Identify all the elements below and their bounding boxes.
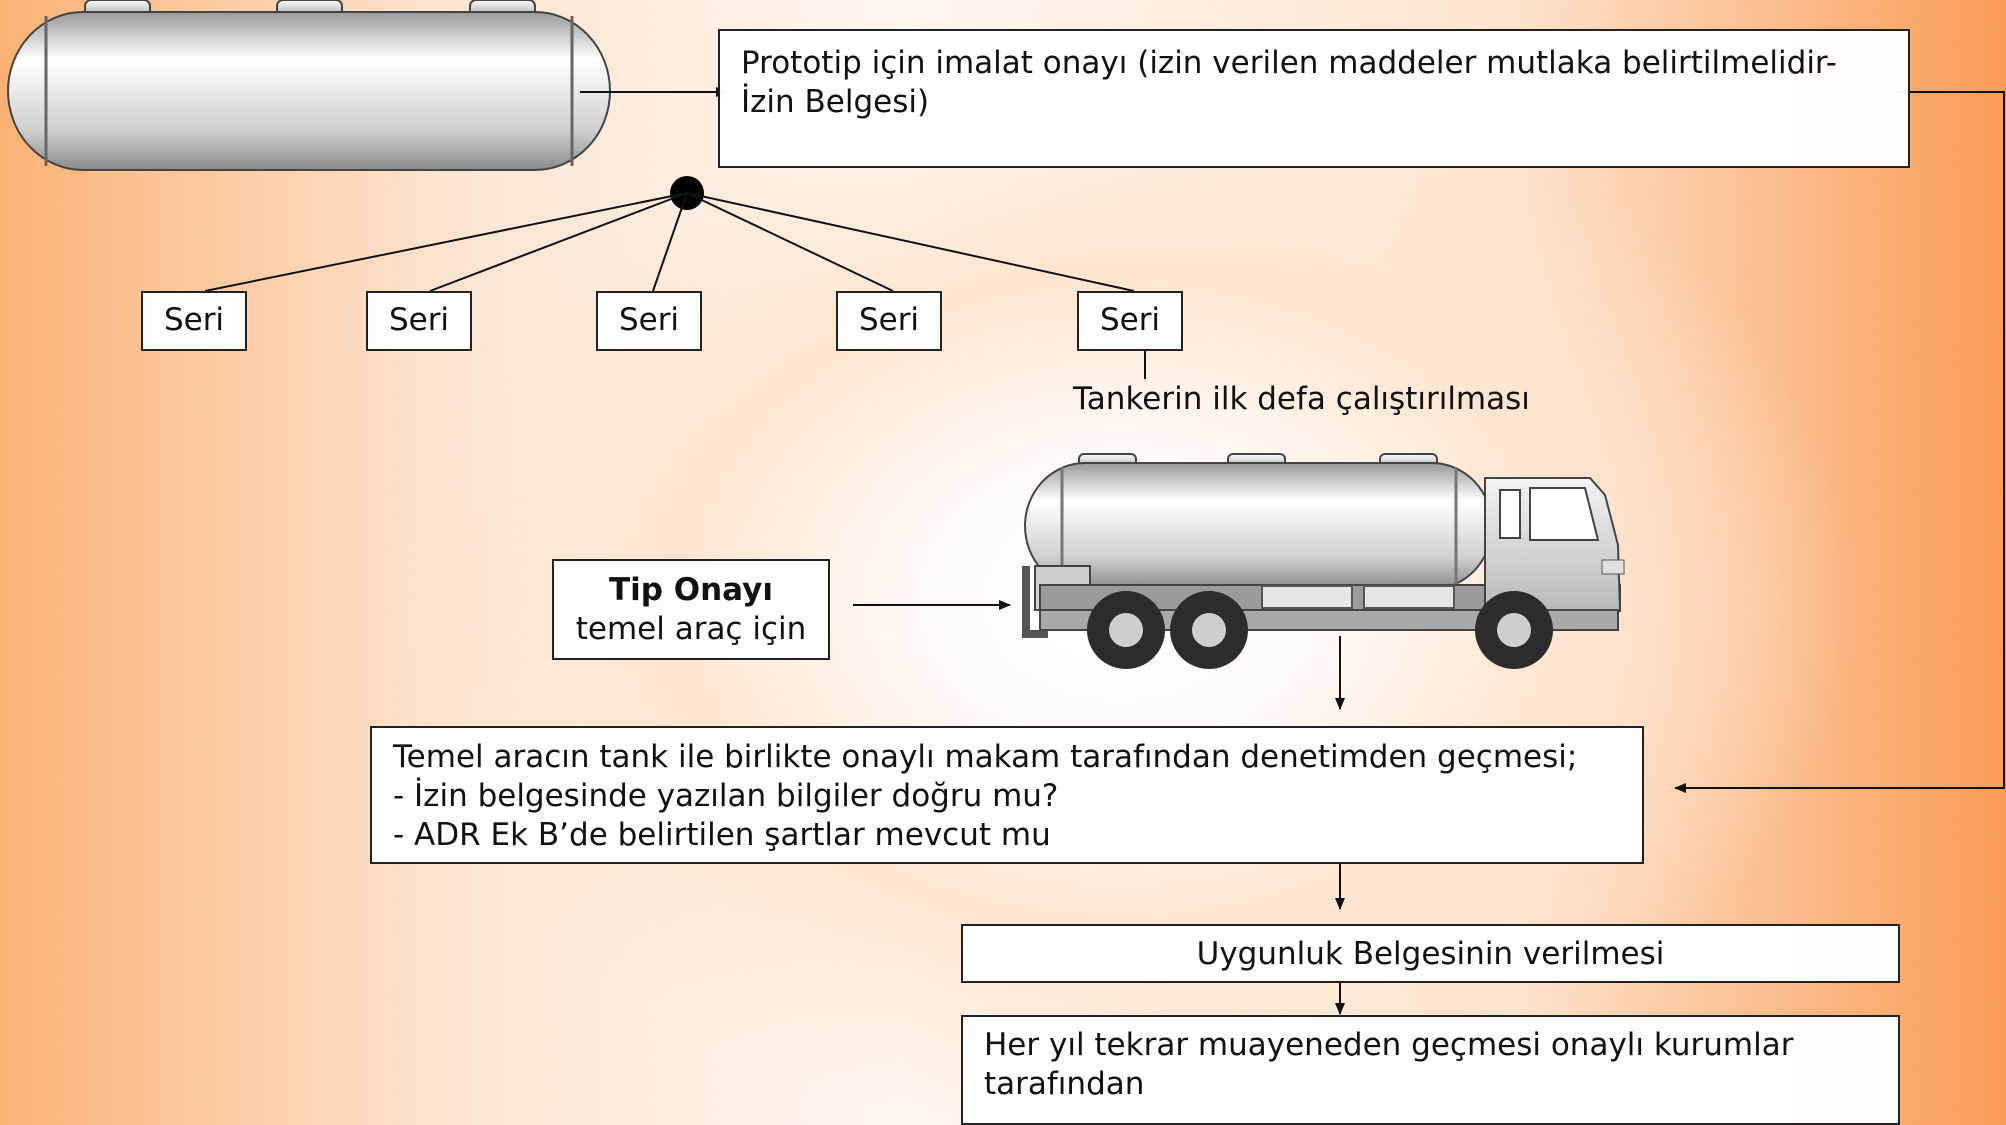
type-approval-title: Tip Onayı: [609, 572, 773, 608]
tanker-truck-icon: [1022, 453, 1625, 669]
inspection-line-3: - ADR Ek B’de belirtilen şartlar mevcut …: [393, 817, 1051, 853]
conformity-certificate-box: Uygunluk Belgesinin verilmesi: [961, 924, 1900, 983]
prototype-approval-line-2: İzin Belgesi): [741, 84, 930, 120]
series-box-3: Seri: [596, 291, 702, 351]
inspection-line-2: - İzin belgesinde yazılan bilgiler doğru…: [393, 778, 1059, 814]
series-box-1: Seri: [141, 291, 247, 351]
series-box-4: Seri: [836, 291, 942, 351]
annual-inspection-box: Her yıl tekrar muayeneden geçmesi onaylı…: [961, 1015, 1900, 1125]
type-approval-box: Tip Onayı temel araç için: [552, 559, 830, 660]
first-operation-label: Tankerin ilk defa çalıştırılması: [1073, 381, 1530, 417]
connector-prototype-to-inspection: [1674, 91, 2005, 793]
series-connector-lines: [204, 192, 1146, 379]
annual-inspection-line-2: tarafından: [984, 1066, 1145, 1102]
annual-inspection-line-1: Her yıl tekrar muayeneden geçmesi onaylı…: [984, 1027, 1794, 1063]
cylindrical-tank-icon: [7, 0, 611, 171]
prototype-approval-line-1: Prototip için imalat onayı (izin verilen…: [741, 45, 1837, 81]
type-approval-subtitle: temel araç için: [575, 611, 807, 647]
inspection-box: Temel aracın tank ile birlikte onaylı ma…: [370, 726, 1644, 864]
inspection-line-1: Temel aracın tank ile birlikte onaylı ma…: [393, 739, 1578, 775]
prototype-approval-box: Prototip için imalat onayı (izin verilen…: [718, 29, 1910, 168]
conformity-certificate-text: Uygunluk Belgesinin verilmesi: [1196, 936, 1665, 972]
series-box-5: Seri: [1077, 291, 1183, 351]
series-box-2: Seri: [366, 291, 472, 351]
